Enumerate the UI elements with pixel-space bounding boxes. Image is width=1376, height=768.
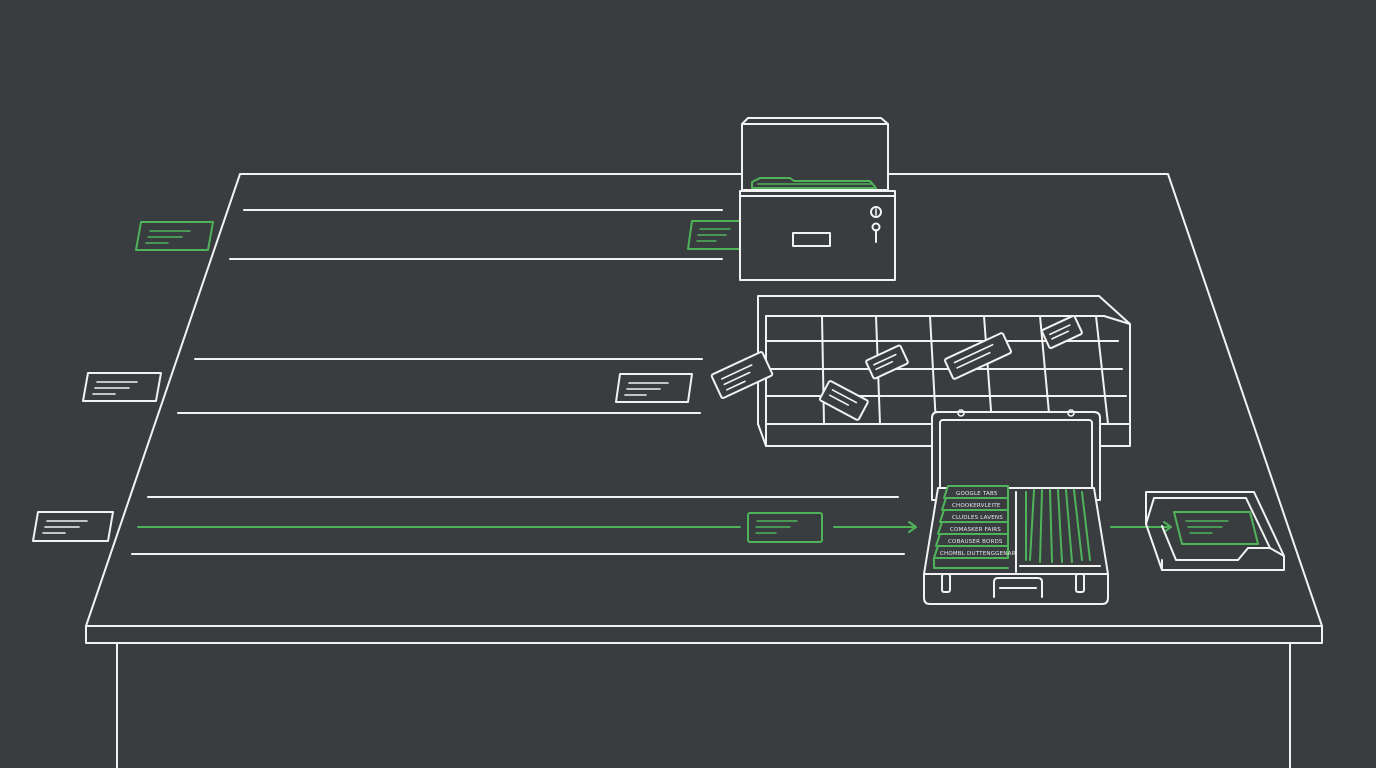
folder-label: CLUDLES LAVENS — [952, 515, 1003, 521]
index-card-icon — [818, 380, 869, 421]
folder-tab: GOOGLE TAB5 — [943, 485, 1009, 499]
index-card-icon — [865, 344, 909, 380]
index-card-icon — [747, 512, 823, 543]
index-card-icon — [82, 372, 162, 402]
folder-tab: COBAUSER BORDS — [935, 533, 1009, 547]
filing-drawer-icon — [739, 117, 896, 281]
lanes — [131, 209, 905, 555]
index-card-icon — [1041, 314, 1083, 350]
folder-label: GOOGLE TAB5 — [956, 491, 998, 497]
index-card-icon — [1173, 511, 1259, 545]
desk-top — [85, 173, 1323, 627]
folder-tab: COMASKER FAIRS — [937, 521, 1009, 535]
folder-tab: CHOOKERVLEITE — [941, 497, 1009, 511]
arrow-right-icon — [1110, 521, 1172, 533]
desk — [85, 173, 1323, 768]
folder-tab: CLUDLES LAVENS — [939, 509, 1009, 523]
index-card-icon — [135, 221, 214, 251]
folder-tab: CHOMBL DUTTENGGENAR — [933, 545, 1016, 559]
index-card-icon — [687, 220, 741, 250]
case-folders: GOOGLE TAB5 CHOOKERVLEITE CLUDLES LAVENS… — [933, 485, 1016, 569]
folder-label: COBAUSER BORDS — [948, 539, 1003, 545]
index-card-icon — [32, 511, 114, 542]
folder-label: CHOMBL DUTTENGGENAR — [940, 551, 1016, 557]
folder-label: CHOOKERVLEITE — [952, 503, 1001, 509]
desk-front-edge — [85, 625, 1323, 644]
folder-label: COMASKER FAIRS — [950, 527, 1001, 533]
upright-files — [1019, 489, 1101, 567]
open-briefcase-icon: GOOGLE TAB5 CHOOKERVLEITE CLUDLES LAVENS… — [923, 409, 1109, 605]
arrow-right-icon — [833, 521, 917, 533]
inbox-tray-icon — [1145, 491, 1285, 571]
index-card-icon — [615, 373, 693, 403]
index-card-icon — [710, 351, 774, 399]
index-card-icon — [944, 332, 1012, 380]
